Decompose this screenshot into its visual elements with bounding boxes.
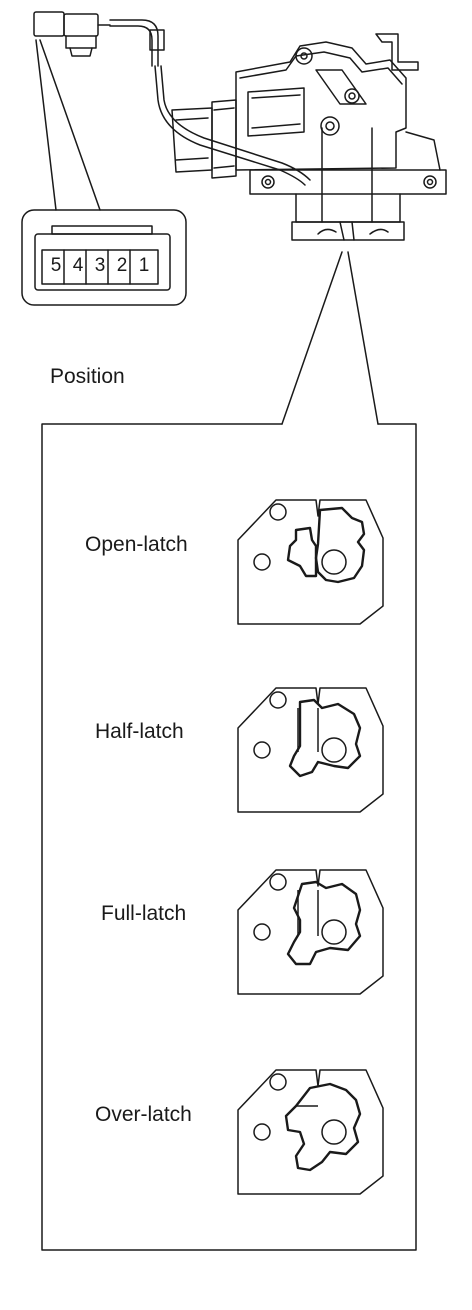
position-label-open-latch: Open-latch (85, 533, 188, 556)
position-label-half-latch: Half-latch (95, 720, 184, 743)
latch-full (237, 869, 384, 995)
connector-pin-label: 5 (50, 255, 62, 276)
latch-callout (281, 251, 379, 425)
wire-harness (109, 19, 311, 186)
position-heading: Position (50, 365, 125, 388)
position-label-full-latch: Full-latch (101, 902, 187, 925)
connector-callout (21, 39, 187, 306)
connector-plug (33, 11, 111, 57)
connector-pin-label: 4 (72, 255, 84, 276)
connector-pin-label: 2 (116, 255, 128, 276)
latch-half (237, 687, 384, 813)
connector-pin-label: 1 (138, 255, 150, 276)
door-lock-assembly (171, 33, 447, 241)
latch-open (237, 499, 384, 625)
position-label-over-latch: Over-latch (95, 1103, 192, 1126)
connector-pin-label: 3 (94, 255, 106, 276)
position-panel-frame (41, 423, 417, 1251)
latch-over (237, 1069, 384, 1195)
